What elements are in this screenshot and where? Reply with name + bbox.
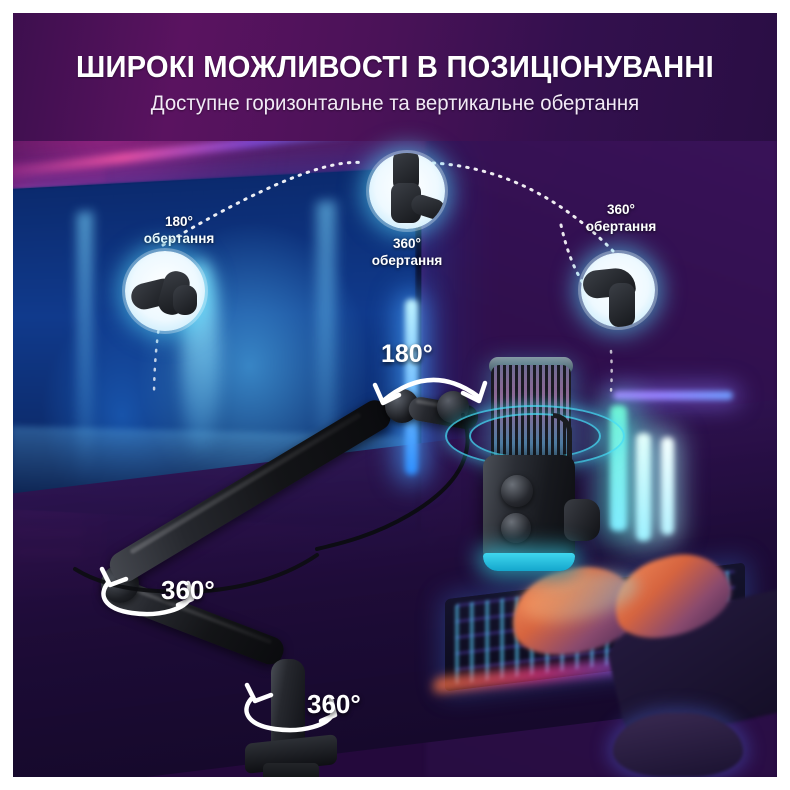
annotation-label-arm-elbow: 360° [161, 575, 215, 605]
background-mouse [613, 713, 743, 777]
callout-degrees-right: 360° [607, 202, 635, 217]
annotation-arrow-arm-tilt [372, 377, 488, 406]
annotation-arrow-arm-elbow [99, 566, 195, 617]
callout-label-center: 360° обертання [347, 235, 467, 270]
callout-caption-center: обертання [371, 253, 443, 269]
microphone-base-light-ring [483, 553, 575, 571]
callout-circle-right [581, 253, 655, 327]
joint-detail-knob [173, 285, 197, 315]
joint-detail-stem [609, 283, 635, 327]
microphone-gain-knob[interactable] [501, 475, 533, 507]
header-band: ШИРОКІ МОЖЛИВОСТІ В ПОЗИЦІОНУВАННІ Досту… [13, 13, 777, 141]
callout-caption-left: обертання [143, 231, 215, 247]
annotation-label-clamp-post: 360° [307, 689, 361, 719]
callout-degrees-center: 360° [393, 236, 421, 251]
background-neon-bar [661, 437, 674, 535]
callout-connector-arcs [152, 160, 615, 393]
page-title: ШИРОКІ МОЖЛИВОСТІ В ПОЗИЦІОНУВАННІ [76, 49, 714, 84]
callout-label-right: 360° обертання [561, 201, 681, 236]
microphone-volume-knob[interactable] [501, 513, 531, 543]
page-subtitle: Доступне горизонтальне та вертикальне об… [150, 92, 640, 115]
background-neon-bar-horizontal [613, 391, 733, 400]
callout-circle-center [369, 153, 445, 229]
callout-circle-left [125, 251, 205, 331]
microphone-side-mount [564, 499, 600, 541]
microphone-pickup-ring-inner [469, 413, 601, 459]
microphone-cable-lower [73, 553, 319, 594]
callout-caption-right: обертання [585, 219, 657, 235]
background-neon-bar [405, 299, 418, 475]
microphone-body [483, 455, 575, 567]
background-neon-bar [636, 433, 651, 541]
annotation-arrow-clamp-post [244, 682, 338, 733]
artwork-frame: ШИРОКІ МОЖЛИВОСТІ В ПОЗИЦІОНУВАННІ Досту… [13, 13, 777, 777]
stand-clamp-foot [263, 763, 319, 777]
annotation-label-arm-tilt: 180° [381, 340, 433, 368]
callout-label-left: 180° обертання [119, 213, 239, 248]
callout-degrees-left: 180° [165, 214, 193, 229]
